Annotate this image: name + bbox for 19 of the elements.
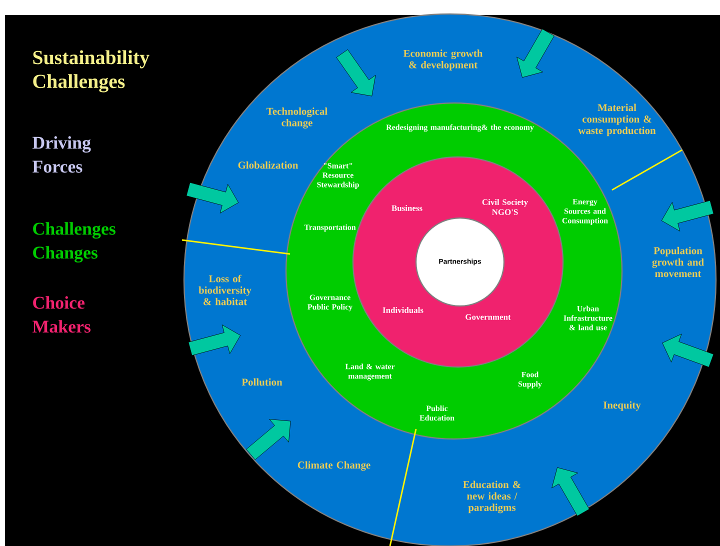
ring-label: Economic growth & development [403, 50, 483, 70]
title: Sustainability Challenges [33, 50, 150, 92]
side-label: Challenges Changes [33, 222, 116, 262]
ring-label: Individuals [382, 307, 424, 313]
ring-label: Material consumption & waste production [578, 104, 656, 136]
ring-label: Education & new ideas / paradigms [463, 480, 521, 514]
ring-label: Business [392, 205, 422, 211]
side-label: Driving Forces [32, 136, 91, 173]
ring [415, 217, 505, 307]
ring-label: Pollution [242, 378, 282, 386]
ring-label: Population growth and movement [652, 246, 704, 278]
ring-label: Civil Society NGO'S [482, 199, 528, 215]
ring-label: Loss of biodiversity & habitat [198, 274, 252, 306]
ring-label: Climate Change [298, 461, 370, 471]
ring-label: Technological change [266, 108, 328, 128]
side-label: Choice Makers [32, 296, 91, 333]
ring-label: Globalization [238, 161, 298, 169]
ring-label: Inequity [603, 401, 641, 411]
ring-label: Government [466, 314, 511, 320]
